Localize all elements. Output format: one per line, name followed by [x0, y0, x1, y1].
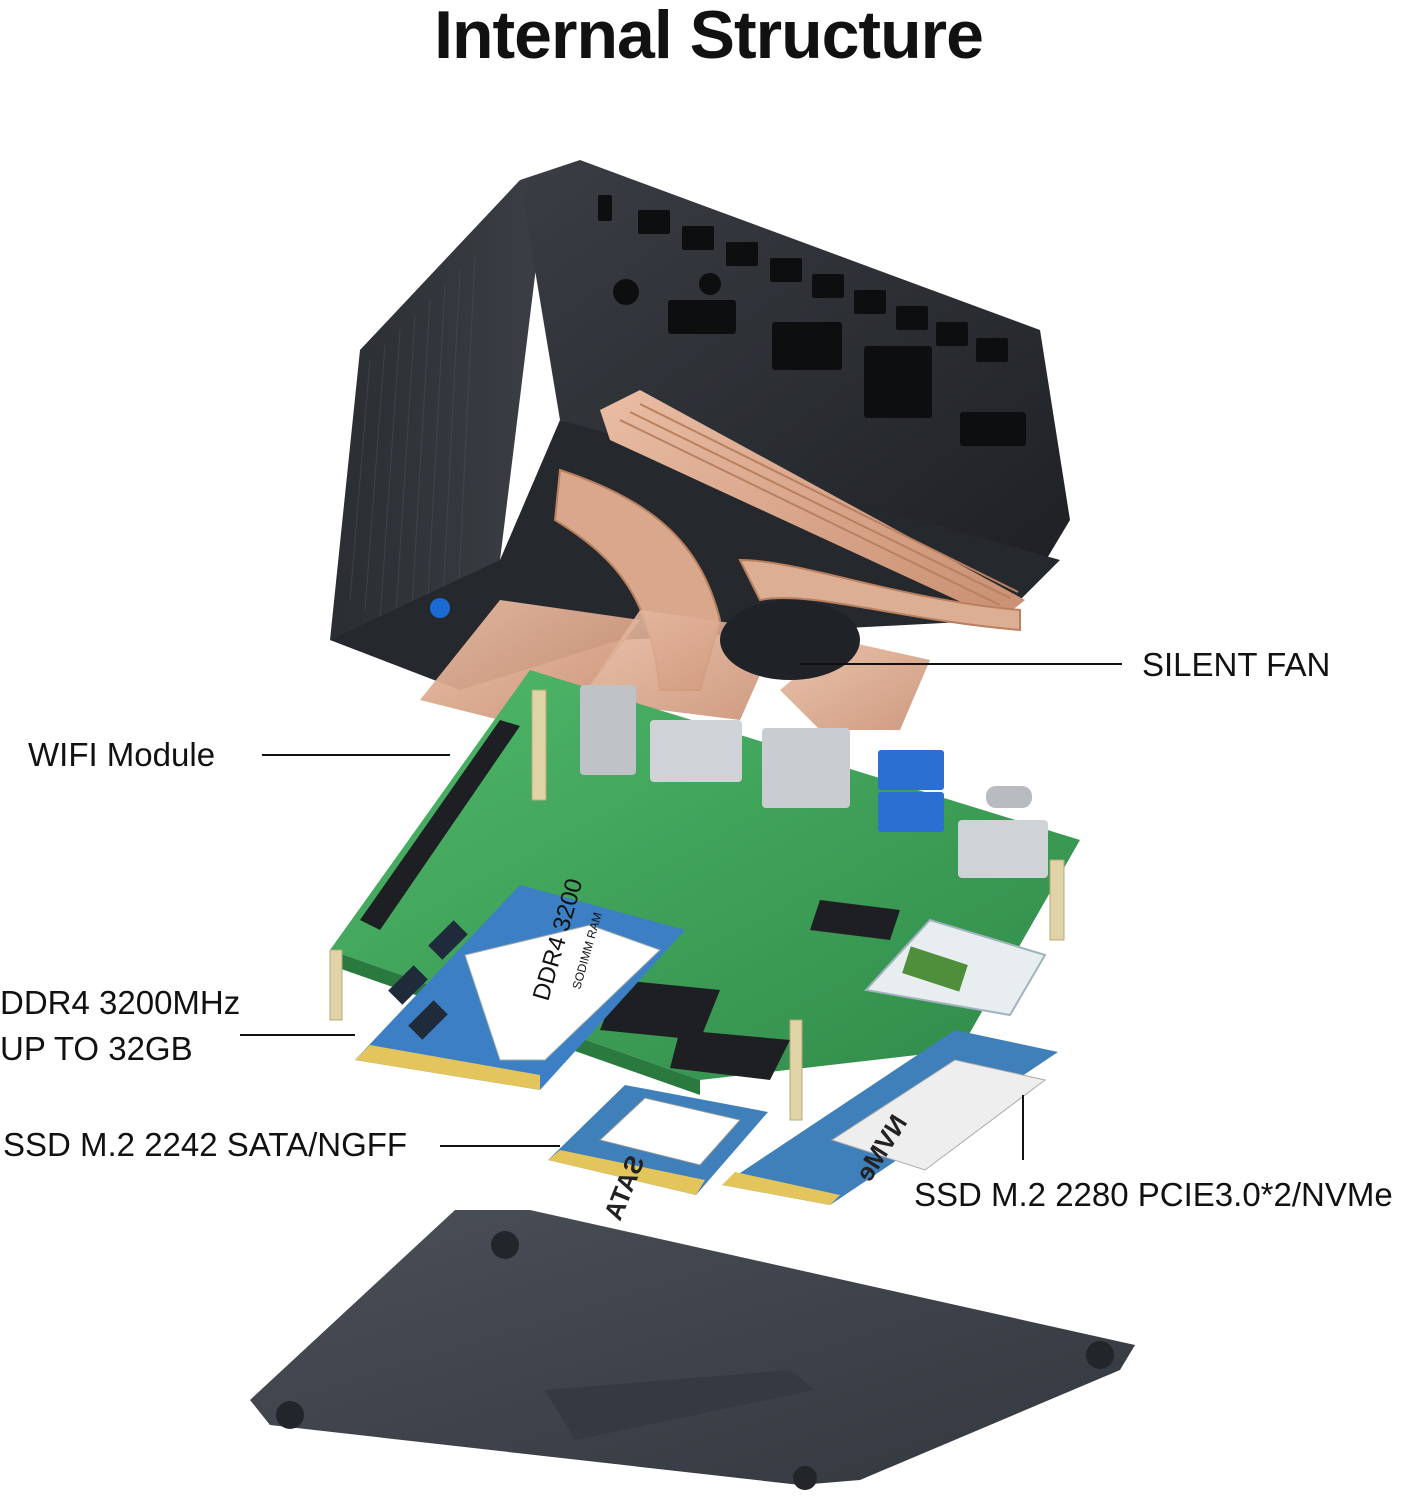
wifi-card	[864, 918, 1047, 1017]
copper-heatsink	[420, 390, 1025, 730]
callout-ddr4-speed: DDR4 3200MHz	[0, 984, 241, 1021]
board-ports	[580, 685, 1048, 878]
callout-wifi-module: WIFI Module	[28, 736, 216, 773]
callout-ddr4: DDR4 3200MHz UP TO 32GB	[0, 980, 240, 1072]
fan	[720, 600, 860, 680]
leader-lines	[240, 663, 1122, 1160]
callout-silent-fan: SILENT FAN	[1142, 646, 1331, 683]
callout-ddr4-capacity: UP TO 32GB	[0, 1030, 193, 1067]
page-title: Internal Structure	[434, 0, 984, 73]
bottom-plate	[250, 1210, 1135, 1490]
rear-ports	[598, 195, 1026, 446]
sata-ssd: SATA	[548, 1085, 768, 1224]
callout-ssd-nvme: SSD M.2 2280 PCIE3.0*2/NVMe	[914, 1176, 1393, 1213]
ram-module: DDR4 3200 SODIMM RAM	[355, 876, 685, 1090]
callout-ssd-sata: SSD M.2 2242 SATA/NGFF	[3, 1126, 408, 1163]
nvme-ssd: NVMe	[722, 1030, 1058, 1205]
power-led-icon	[430, 598, 450, 618]
